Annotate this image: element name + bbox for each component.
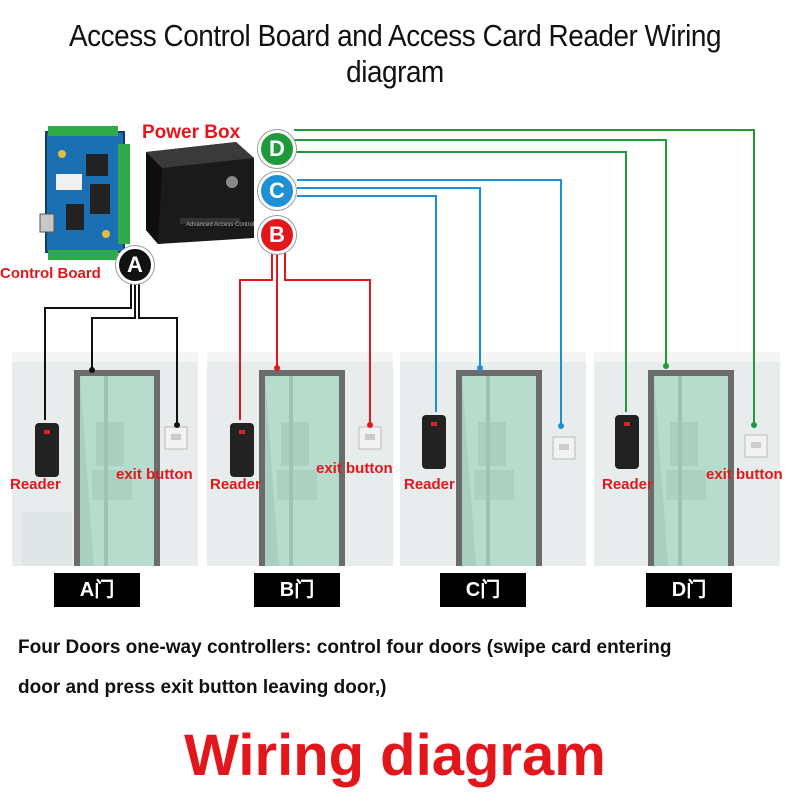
exit-button-device	[744, 434, 768, 458]
description-line-2: door and press exit button leaving door,…	[18, 677, 387, 698]
door-b-reader-label: Reader	[210, 476, 261, 493]
wire-group-a	[44, 280, 178, 425]
door-d-reader-label: Reader	[602, 476, 653, 493]
description-line-1: Four Doors one-way controllers: control …	[18, 637, 672, 658]
connector-b-badge: B	[258, 216, 296, 254]
door-b-exit-label: exit button	[316, 460, 393, 477]
wire-group-b	[239, 250, 371, 425]
card-reader-device	[35, 423, 59, 477]
control-board-image	[39, 126, 130, 260]
door-d-exit-label: exit button	[706, 466, 783, 483]
power-box-label: Power Box	[142, 122, 241, 143]
exit-button-device	[552, 436, 576, 460]
card-reader-device	[230, 423, 254, 477]
door-a-exit-label: exit button	[116, 466, 193, 483]
power-box-device-text: Advanced Access Control	[186, 222, 255, 228]
connector-c-badge: C	[258, 172, 296, 210]
footer-title: Wiring diagram	[184, 723, 606, 788]
door-c-reader-label: Reader	[404, 476, 455, 493]
control-board-label: Control Board	[0, 265, 101, 282]
wire-group-d	[294, 129, 755, 425]
door-a-tag: A门	[54, 573, 140, 607]
connector-a-badge: A	[116, 246, 154, 284]
card-reader-device	[422, 415, 446, 469]
door-c-tag: C门	[440, 573, 526, 607]
exit-button-device	[358, 426, 382, 450]
door-d-tag: D门	[646, 573, 732, 607]
door-b-tag: B门	[254, 573, 340, 607]
description: Four Doors one-way controllers: control …	[18, 628, 788, 708]
door-a-reader-label: Reader	[10, 476, 61, 493]
wire-group-c	[297, 179, 562, 426]
power-box-image	[146, 142, 254, 244]
diagram-title: Access Control Board and Access Card Rea…	[68, 18, 722, 89]
connector-d-badge: D	[258, 130, 296, 168]
door-photo	[12, 352, 198, 566]
card-reader-device	[615, 415, 639, 469]
